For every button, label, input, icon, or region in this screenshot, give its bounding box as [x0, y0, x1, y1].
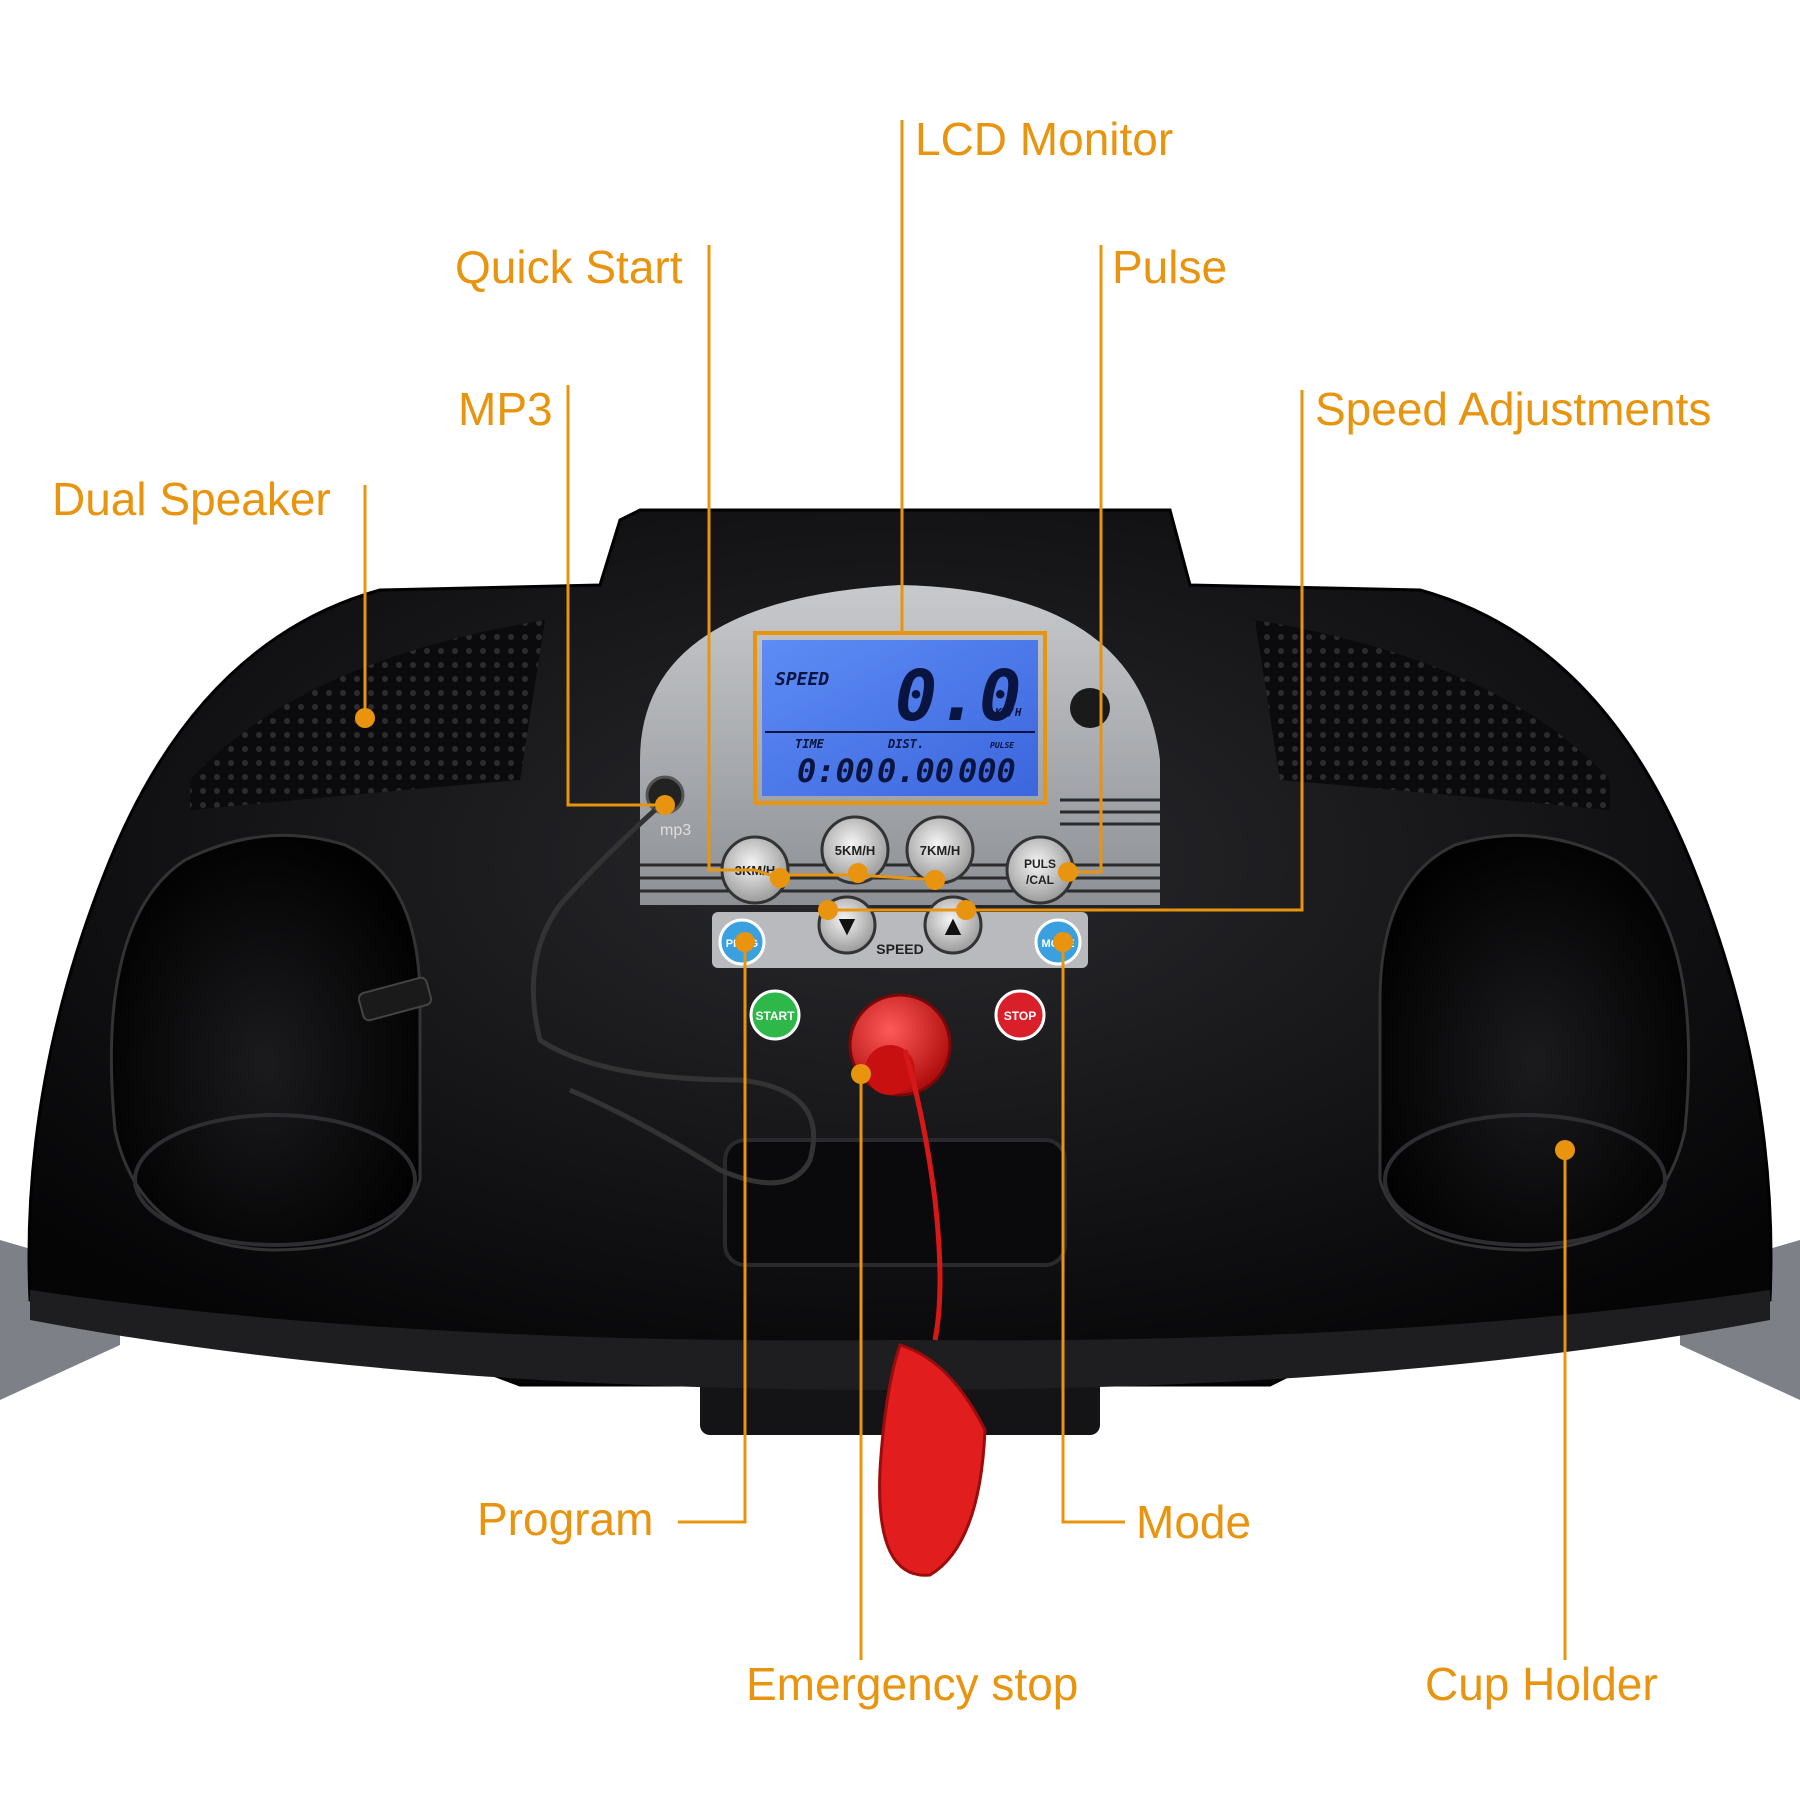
dot-quick-3 — [770, 868, 790, 888]
speaker-dots-right — [1255, 620, 1610, 810]
label-mode: Mode — [1136, 1496, 1251, 1548]
runner-logo-icon — [1070, 688, 1110, 728]
dot-program — [735, 932, 755, 952]
cup-holder-left-rim — [133, 1113, 417, 1247]
lcd-speed-label: SPEED — [775, 669, 829, 690]
pulse-cal-label-1: PULS — [1024, 857, 1056, 871]
dot-quick-5 — [848, 863, 868, 883]
cup-holder-right — [1378, 833, 1691, 1252]
control-strip — [712, 912, 1088, 968]
label-pulse: Pulse — [1112, 241, 1227, 293]
dot-dual-speaker — [355, 708, 375, 728]
lcd-dist-label: DIST. — [887, 737, 924, 751]
dot-pulse — [1058, 862, 1078, 882]
lcd-time-label: TIME — [795, 737, 825, 751]
label-dual-speaker: Dual Speaker — [52, 473, 331, 525]
center-storage-well — [723, 1138, 1067, 1267]
start-button-label: START — [755, 1009, 795, 1023]
callout-dots — [355, 708, 1575, 1160]
label-lcd-monitor: LCD Monitor — [915, 113, 1173, 165]
lcd-pulse-value: 000 — [958, 752, 1016, 790]
quick-speed-5-label: 5KM/H — [835, 843, 875, 858]
dot-emergency-stop — [851, 1064, 871, 1084]
pulse-cal-button[interactable]: PULS /CAL — [1005, 835, 1075, 905]
stop-button-label: STOP — [1004, 1009, 1036, 1023]
console-front-lip — [30, 1290, 1770, 1390]
quick-speed-7-label: 7KM/H — [920, 843, 960, 858]
pulse-cal-label-2: /CAL — [1026, 873, 1054, 887]
emergency-stop-center — [865, 1045, 915, 1095]
label-program: Program — [477, 1493, 653, 1545]
stop-button[interactable]: STOP — [994, 989, 1046, 1041]
dot-mode — [1053, 932, 1073, 952]
cup-holder-right-rim — [1383, 1113, 1667, 1247]
lcd-screen — [762, 640, 1038, 796]
cup-holder-left — [109, 833, 422, 1252]
mp3-plug — [357, 976, 433, 1022]
speed-down-arrow: ▼ — [833, 910, 861, 941]
mp3-jack-label: mp3 — [660, 822, 691, 839]
dot-speed-down — [818, 900, 838, 920]
label-speed-adjustments: Speed Adjustments — [1315, 383, 1711, 435]
dot-quick-7 — [925, 870, 945, 890]
speed-adjust-label: SPEED — [876, 941, 923, 957]
safety-clip — [878, 1343, 987, 1577]
lcd-dist-value: 0.00 — [877, 752, 954, 790]
lcd-speed-unit: KM/H — [994, 706, 1022, 719]
lcd-pulse-label: PULSE — [990, 741, 1014, 750]
dot-mp3 — [655, 795, 675, 815]
dot-cup-holder — [1555, 1140, 1575, 1160]
start-button[interactable]: START — [749, 989, 801, 1041]
lcd-speed-value: 0.0 — [895, 655, 1021, 737]
label-mp3: MP3 — [458, 383, 553, 435]
callout-lines — [363, 120, 1567, 1660]
safety-cord — [902, 1049, 943, 1341]
mp3-cable — [530, 808, 817, 1186]
quick-speed-5-button[interactable]: 5KM/H — [820, 815, 890, 885]
label-cup-holder: Cup Holder — [1425, 1658, 1658, 1710]
dot-speed-up — [956, 900, 976, 920]
label-quick-start: Quick Start — [455, 241, 683, 293]
lcd-time-value: 0:00 — [797, 752, 874, 790]
lcd-frame — [753, 631, 1047, 805]
label-emergency-stop: Emergency stop — [746, 1658, 1078, 1710]
